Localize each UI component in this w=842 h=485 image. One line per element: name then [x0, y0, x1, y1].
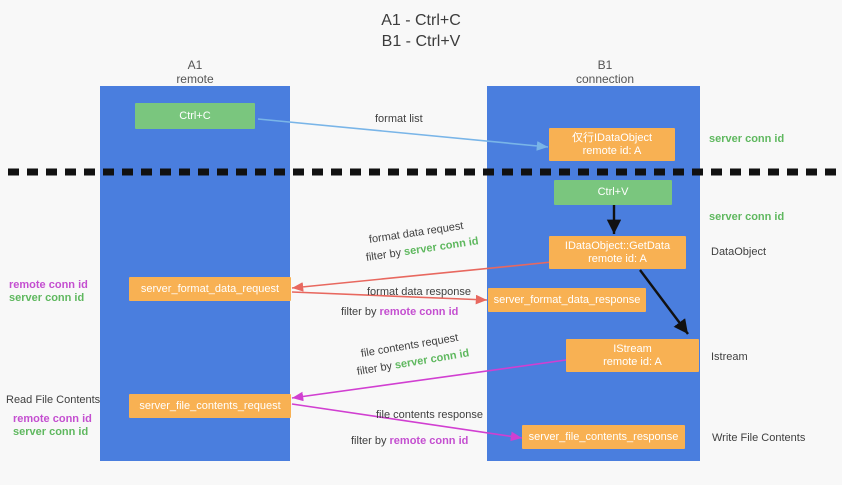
box-getdata[interactable]: IDataObject::GetData remote id: A — [549, 236, 686, 269]
left-label-remote-conn-id-1-text: remote conn id — [9, 279, 88, 291]
label-file-contents-response: file contents response — [376, 408, 483, 422]
box-ctrl-v[interactable]: Ctrl+V — [554, 180, 672, 205]
page-title: A1 - Ctrl+C B1 - Ctrl+V — [0, 10, 842, 52]
right-label-istream: Istream — [711, 350, 748, 364]
label-filter-prefix-3: filter by — [356, 359, 396, 378]
box-istream-line2: remote id: A — [603, 355, 662, 368]
label-filter-remote-conn-id: remote conn id — [379, 306, 459, 318]
label-filter-prefix-4: filter by — [351, 435, 390, 447]
right-label-server-conn-id-second: server conn id — [709, 210, 784, 224]
box-server-file-contents-response-label: server_file_contents_response — [528, 430, 679, 443]
box-server-format-data-request-label: server_format_data_request — [140, 282, 280, 295]
lane-header-b1-sub: connection — [575, 72, 635, 86]
title-line-1: A1 - Ctrl+C — [381, 12, 461, 29]
box-getdata-line1: IDataObject::GetData — [564, 239, 671, 252]
label-filter-prefix: filter by — [365, 246, 405, 264]
left-label-read-file-contents: Read File Contents — [6, 393, 100, 407]
label-format-data-response-filter: filter by remote conn id — [341, 305, 458, 319]
label-format-list: format list — [375, 112, 423, 126]
right-label-dataobject: DataObject — [711, 245, 766, 259]
box-idataobject-line1: 仅行IDataObject — [571, 131, 653, 144]
box-server-format-data-response[interactable]: server_format_data_response — [488, 288, 646, 312]
box-ctrl-v-label: Ctrl+V — [597, 186, 629, 198]
left-label-server-conn-id-1: server conn id — [9, 291, 84, 305]
lane-header-b1: B1 connection — [530, 58, 680, 86]
box-istream-line1: IStream — [613, 342, 652, 355]
label-filter-prefix-2: filter by — [341, 306, 380, 318]
label-filter-remote-conn-id-2: remote conn id — [389, 435, 469, 447]
box-server-format-data-response-label: server_format_data_response — [493, 293, 641, 306]
box-idataobject-line2: remote id: A — [582, 144, 642, 157]
box-istream[interactable]: IStream remote id: A — [566, 339, 699, 372]
left-label-remote-conn-id-2-text: remote conn id — [13, 413, 92, 425]
lane-header-a1-sub: remote — [176, 72, 214, 86]
box-idataobject[interactable]: 仅行IDataObject remote id: A — [549, 128, 675, 161]
lane-header-a1: A1 remote — [120, 58, 270, 86]
right-label-istream-text: Istream — [711, 351, 748, 363]
box-getdata-line2: remote id: A — [588, 252, 647, 265]
left-label-remote-conn-id-1: remote conn id — [9, 278, 88, 292]
box-server-format-data-request[interactable]: server_format_data_request — [129, 277, 291, 301]
left-label-read-file-contents-text: Read File Contents — [6, 394, 101, 406]
right-label-write-file-contents-text: Write File Contents — [712, 432, 806, 444]
right-label-write-file-contents: Write File Contents — [712, 431, 805, 445]
box-server-file-contents-request-label: server_file_contents_request — [139, 399, 281, 412]
right-label-server-conn-id-second-text: server conn id — [709, 211, 785, 223]
left-label-remote-conn-id-2: remote conn id — [13, 412, 92, 426]
title-line-2: B1 - Ctrl+V — [381, 33, 461, 50]
box-server-file-contents-response[interactable]: server_file_contents_response — [522, 425, 685, 449]
box-ctrl-c-label: Ctrl+C — [179, 109, 211, 122]
right-label-dataobject-text: DataObject — [711, 246, 767, 258]
lane-header-b1-name: B1 — [597, 58, 613, 72]
lane-header-a1-name: A1 — [187, 58, 203, 72]
right-label-server-conn-id-top-text: server conn id — [709, 133, 785, 145]
label-file-contents-response-text: file contents response — [376, 409, 484, 421]
left-label-server-conn-id-2-text: server conn id — [13, 426, 89, 438]
left-label-server-conn-id-2: server conn id — [13, 425, 88, 439]
label-file-contents-response-filter: filter by remote conn id — [351, 434, 468, 448]
label-format-data-response: format data response — [367, 285, 471, 299]
label-format-data-response-text: format data response — [367, 286, 471, 298]
box-server-file-contents-request[interactable]: server_file_contents_request — [129, 394, 291, 418]
right-label-server-conn-id-top: server conn id — [709, 132, 784, 146]
label-format-list-text: format list — [375, 113, 423, 125]
box-ctrl-c[interactable]: Ctrl+C — [135, 103, 255, 129]
left-label-server-conn-id-1-text: server conn id — [9, 292, 85, 304]
